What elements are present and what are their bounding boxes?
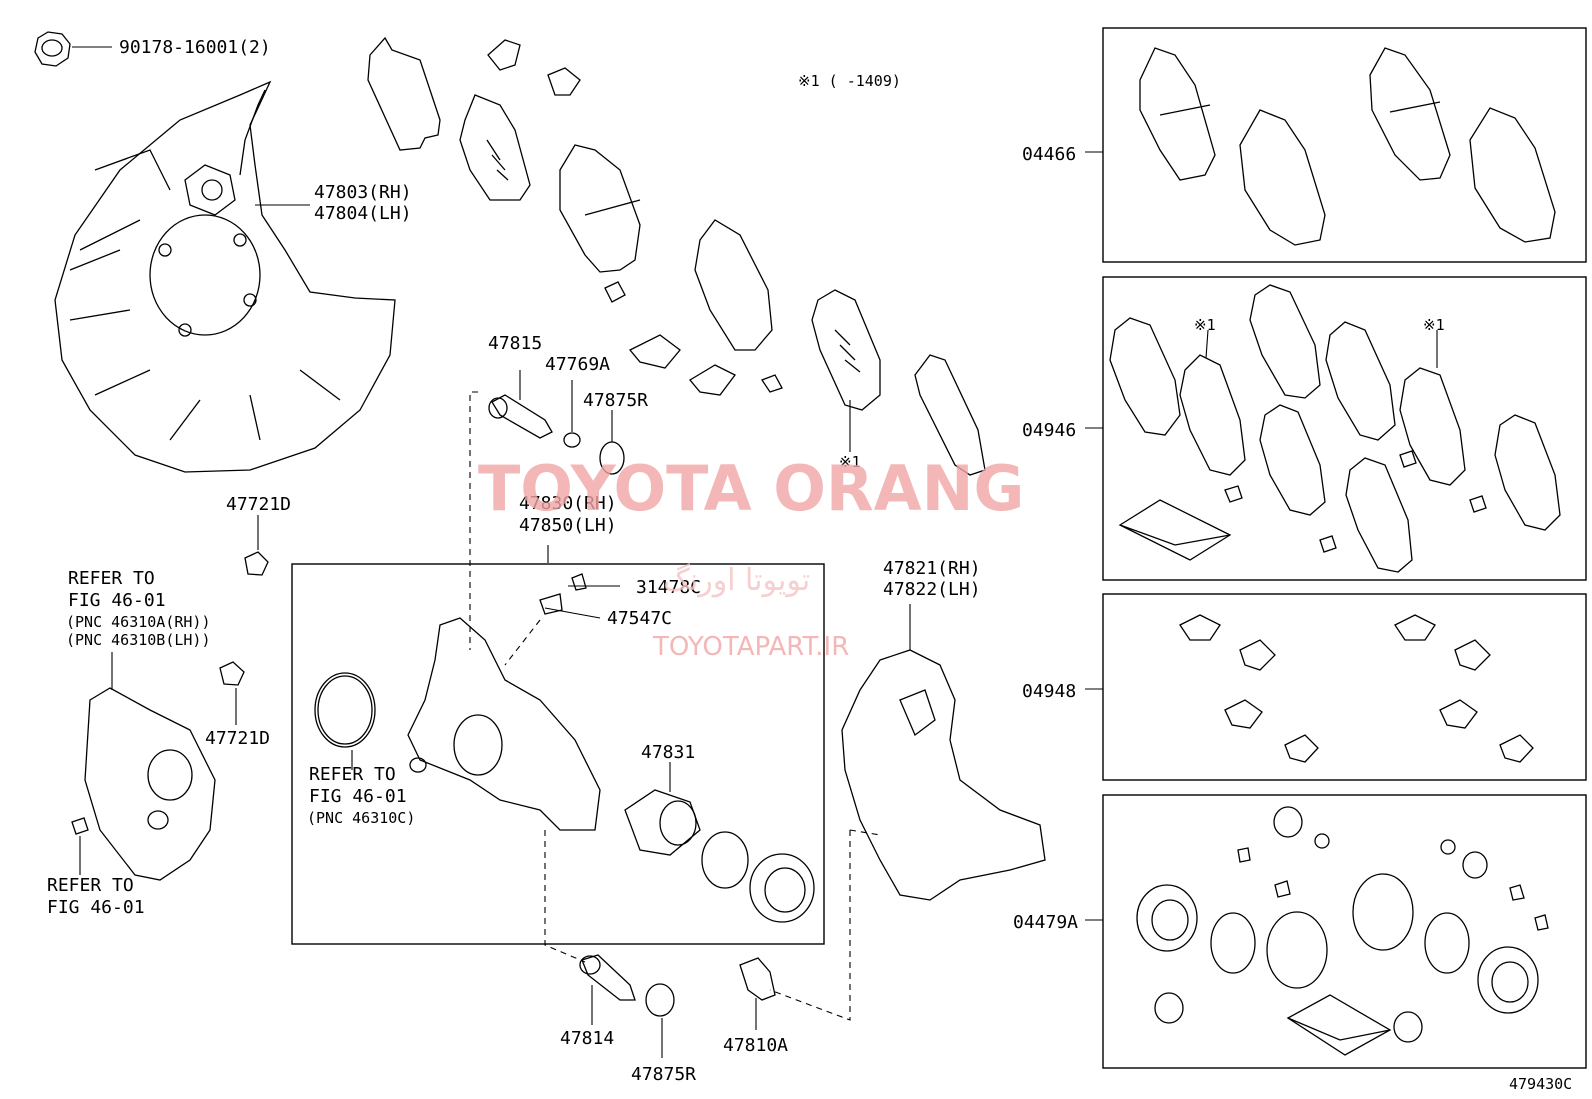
ref1-line2: FIG 46-01: [68, 590, 166, 611]
label-bush-upper: 47769A: [545, 354, 610, 375]
label-pin-lower: 47814: [560, 1028, 614, 1049]
label-bolt-lower: 47810A: [723, 1035, 788, 1056]
pin-upper-group: [488, 370, 625, 475]
ref1-line4: (PNC 46310B(LH)): [66, 631, 211, 649]
watermark-site: TOYOTAPART.IR: [652, 632, 849, 662]
kit-04479a-drawing: [1136, 806, 1549, 1056]
label-bolt-a: 47721D: [226, 494, 291, 515]
label-mounting-lh: 47822(LH): [883, 579, 981, 600]
mounting-part: [841, 604, 1046, 901]
note-date-range: ※1 ( -1409): [798, 72, 901, 90]
kit-label-04479a: 04479A: [1013, 912, 1078, 933]
kit-label-04948: 04948: [1022, 681, 1076, 702]
kit-frames: [291, 27, 1587, 1069]
kit-label-04946: 04946: [1022, 420, 1076, 441]
label-cylinder-rh: 47830(RH): [519, 493, 617, 514]
label-dust-cover-rh: 47803(RH): [314, 182, 412, 203]
ref2-line3: (PNC 46310C): [307, 809, 415, 827]
label-nut: 90178-16001(2): [119, 37, 271, 58]
lower-fastener-group: [579, 954, 776, 1058]
kit-label-04466: 04466: [1022, 144, 1076, 165]
ref3-line2: FIG 46-01: [47, 897, 145, 918]
label-bleeder-plug: 47547C: [607, 608, 672, 629]
pads-top-row: [367, 36, 986, 476]
seal-group: [314, 672, 815, 923]
kit-04946-drawing: [1109, 284, 1561, 573]
watermark-brand: TOYOTA ORANG: [478, 452, 1024, 525]
label-boot-lower: 47875R: [631, 1064, 696, 1085]
label-dust-cover-lh: 47804(LH): [314, 203, 412, 224]
kit-mark-a: ※1: [839, 453, 861, 471]
kit-04948-drawing: [1179, 614, 1534, 763]
label-bleeder-cap: 31478C: [636, 577, 701, 598]
assembly-dashes: [469, 391, 881, 1021]
ref1-line1: REFER TO: [68, 568, 155, 589]
label-bolt-b: 47721D: [205, 728, 270, 749]
label-mounting-rh: 47821(RH): [883, 558, 981, 579]
kit-labels: 04466 04946 04948 04479A: [1013, 144, 1078, 933]
kit-leaders: [1085, 151, 1103, 921]
dust-cover-part: [54, 80, 396, 473]
ref2-line2: FIG 46-01: [309, 786, 407, 807]
ref3-line1: REFER TO: [47, 875, 134, 896]
kit-mark-b: ※1: [1194, 316, 1216, 334]
label-cylinder-lh: 47850(LH): [519, 515, 617, 536]
label-piston: 47831: [641, 742, 695, 763]
ref2-line1: REFER TO: [309, 764, 396, 785]
watermark-persian: تویوتا اورنگ: [663, 563, 810, 598]
kit-04466-drawing: [1139, 47, 1556, 246]
caliper-cylinder-part: [407, 545, 620, 831]
nut-part: [34, 31, 112, 67]
label-boot-upper: 47875R: [583, 390, 648, 411]
label-pin-upper: 47815: [488, 333, 542, 354]
bolt-47721d: [219, 515, 269, 725]
watermark: TOYOTA ORANG تویوتا اورنگ TOYOTAPART.IR: [478, 452, 1024, 662]
reference-labels: REFER TO FIG 46-01 (PNC 46310A(RH)) (PNC…: [47, 568, 415, 918]
figure-code: 479430C: [1509, 1075, 1572, 1093]
reference-caliper-left: [71, 652, 216, 881]
ref1-line3: (PNC 46310A(RH)): [66, 613, 211, 631]
annotation-marks: ※1 ( -1409) ※1 ※1 ※1 479430C: [798, 72, 1572, 1093]
kit-mark-c: ※1: [1423, 316, 1445, 334]
part-labels: 90178-16001(2) 47803(RH) 47804(LH) 47815…: [119, 37, 981, 1085]
